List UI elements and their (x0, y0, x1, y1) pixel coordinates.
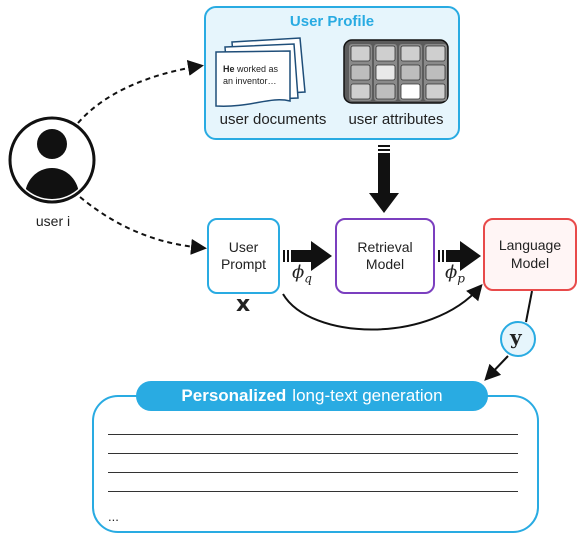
language-model-line1: Language (498, 237, 562, 253)
user-to-profile-arrow (77, 59, 204, 124)
user-prompt-line1: User (228, 238, 259, 255)
retrieval-to-lm-arrow (438, 241, 481, 271)
document-text-bold: He (223, 64, 235, 74)
attributes-caption: user attributes (348, 111, 444, 128)
prompt-to-lm-curve-arrow (282, 283, 483, 331)
output-y-circle (500, 321, 536, 357)
generation-line (108, 434, 518, 435)
generation-box (92, 395, 539, 533)
phi-p-symbol: ϕp (445, 262, 465, 286)
user-to-prompt-arrow (79, 196, 207, 255)
generation-line (108, 491, 518, 492)
language-model-line2: Model (510, 254, 550, 271)
phi-p-subscript: p (457, 271, 465, 286)
user-prompt-line2: Prompt (220, 256, 267, 272)
prompt-to-retrieval-arrow (283, 241, 332, 271)
phi-q-subscript: q (304, 271, 312, 286)
document-text: He worked as an inventor… (223, 63, 278, 87)
phi-q-phi: ϕ (292, 262, 305, 283)
output-to-generation-arrow (484, 355, 509, 381)
retrieval-model-node: Retrieval Model (335, 218, 435, 294)
document-text-line2: an inventor… (223, 76, 277, 87)
user-avatar-icon (8, 116, 96, 204)
documents-caption: user documents (219, 111, 327, 128)
document-text-line1: worked as (234, 64, 279, 74)
generation-header-rest: long-text generation (292, 386, 443, 405)
generation-ellipsis: ... (108, 509, 119, 524)
user-label: user i (35, 213, 71, 229)
input-x-symbol: x (236, 292, 251, 317)
user-profile-title: User Profile (289, 13, 375, 30)
generation-line (108, 472, 518, 473)
output-y-symbol: y (510, 325, 522, 349)
language-model-node: Language Model (483, 218, 577, 291)
generation-header-bold: Personalized (181, 386, 287, 405)
generation-line (108, 453, 518, 454)
retrieval-model-line1: Retrieval (357, 238, 413, 255)
phi-p-phi: ϕ (445, 262, 458, 283)
lm-to-output-line (525, 290, 533, 323)
generation-header: Personalized long-text generation (136, 381, 488, 411)
retrieval-model-line2: Model (365, 256, 405, 272)
user-prompt-node: User Prompt (207, 218, 280, 294)
profile-to-retrieval-arrow (369, 145, 399, 213)
phi-q-symbol: ϕq (292, 262, 312, 286)
